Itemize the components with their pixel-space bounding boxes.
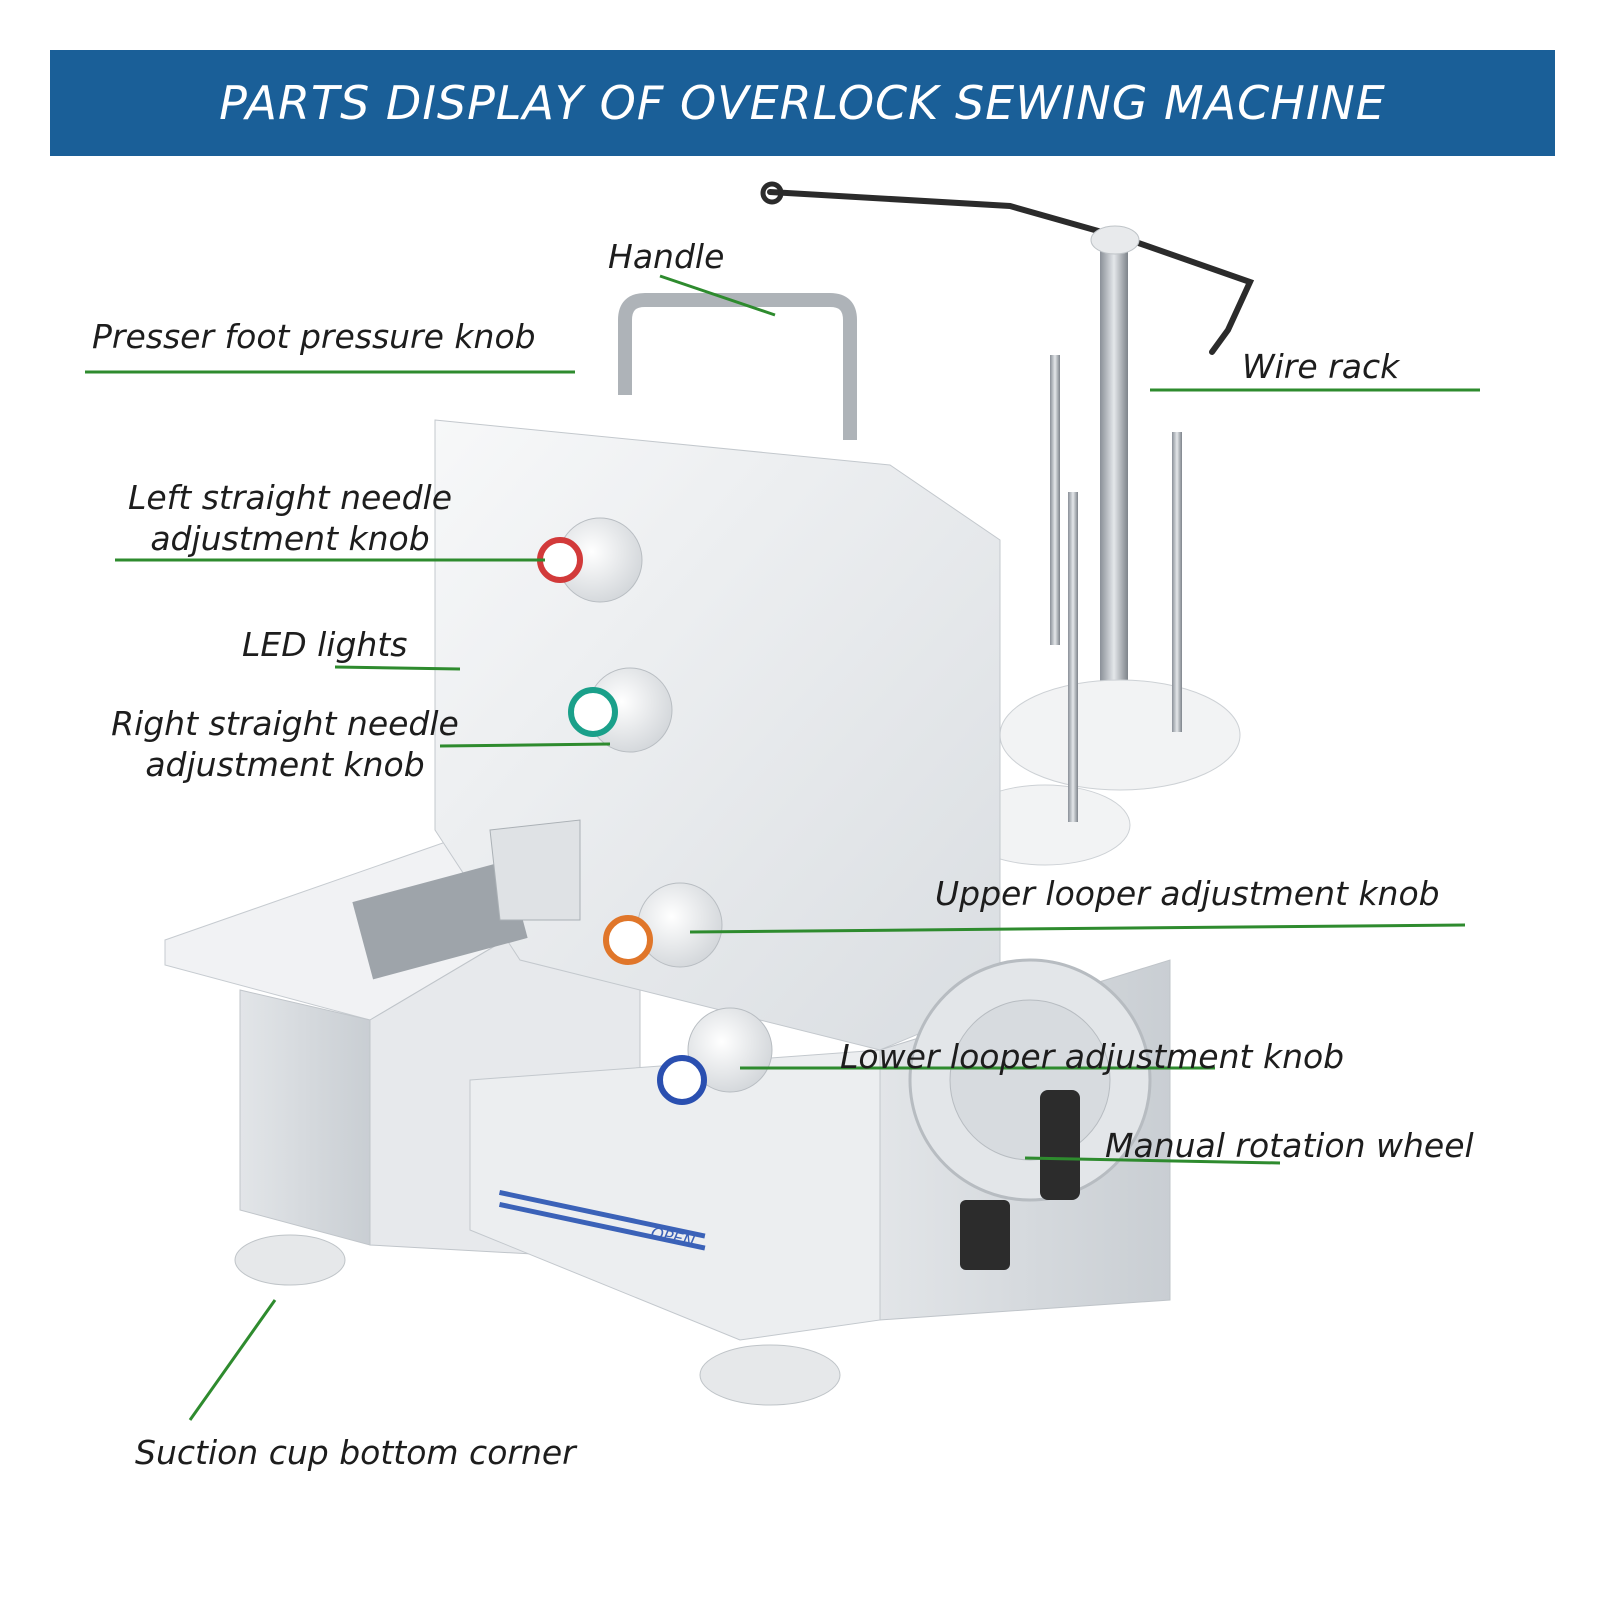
label-lower-looper: Lower looper adjustment knob <box>840 1037 1345 1076</box>
upper-looper-knob <box>603 882 723 968</box>
presser-foot <box>489 819 581 921</box>
label-handle: Handle <box>608 237 725 276</box>
power-switch <box>960 1200 1010 1270</box>
label-line: Left straight needle <box>127 478 453 517</box>
label-line: adjustment knob <box>145 745 425 785</box>
label-line: adjustment knob <box>150 519 430 559</box>
front-cover-stripe <box>498 1202 706 1251</box>
throat-plate <box>352 860 528 980</box>
spool-pin <box>1068 492 1078 822</box>
wire-rack-pole <box>1100 240 1128 710</box>
leader-line <box>188 1299 277 1421</box>
wire-rack-cap <box>1090 225 1140 255</box>
leader-line <box>659 274 776 317</box>
leader-line <box>439 742 611 748</box>
carry-handle <box>618 293 857 440</box>
front-cover-stripe <box>498 1190 706 1239</box>
label-upper-looper: Upper looper adjustment knob <box>935 874 1440 913</box>
leader-line <box>689 923 1466 934</box>
label-led-lights: LED lights <box>242 625 408 664</box>
label-suction-cup: Suction cup bottom corner <box>135 1433 576 1472</box>
spool-plate <box>999 679 1241 791</box>
suction-cup <box>699 1344 841 1406</box>
spool-pin <box>1050 355 1060 645</box>
wire-rack <box>760 181 1255 866</box>
label-left-straight-needle: Left straight needle adjustment knob <box>100 477 480 560</box>
title-banner: PARTS DISPLAY OF OVERLOCK SEWING MACHINE <box>50 50 1555 156</box>
right-needle-knob <box>568 667 673 753</box>
lower-looper-knob <box>657 1007 773 1105</box>
spool-pin <box>1172 432 1182 732</box>
wheel-grip <box>1040 1090 1080 1200</box>
wire-rack-ring <box>760 181 784 205</box>
left-needle-knob <box>537 517 643 603</box>
leader-lines <box>85 274 1480 1421</box>
label-presser-foot-pressure-knob: Presser foot pressure knob <box>92 317 536 356</box>
page-title: PARTS DISPLAY OF OVERLOCK SEWING MACHINE <box>219 76 1386 130</box>
leader-line <box>1024 1156 1281 1165</box>
label-line: Right straight needle <box>111 704 459 743</box>
label-wire-rack: Wire rack <box>1242 347 1400 386</box>
label-manual-rotation-wheel: Manual rotation wheel <box>1105 1126 1474 1165</box>
suction-cup <box>234 1234 346 1286</box>
wire-rack-arm <box>767 189 1255 355</box>
label-right-straight-needle: Right straight needle adjustment knob <box>90 703 480 786</box>
leader-line <box>334 665 461 671</box>
